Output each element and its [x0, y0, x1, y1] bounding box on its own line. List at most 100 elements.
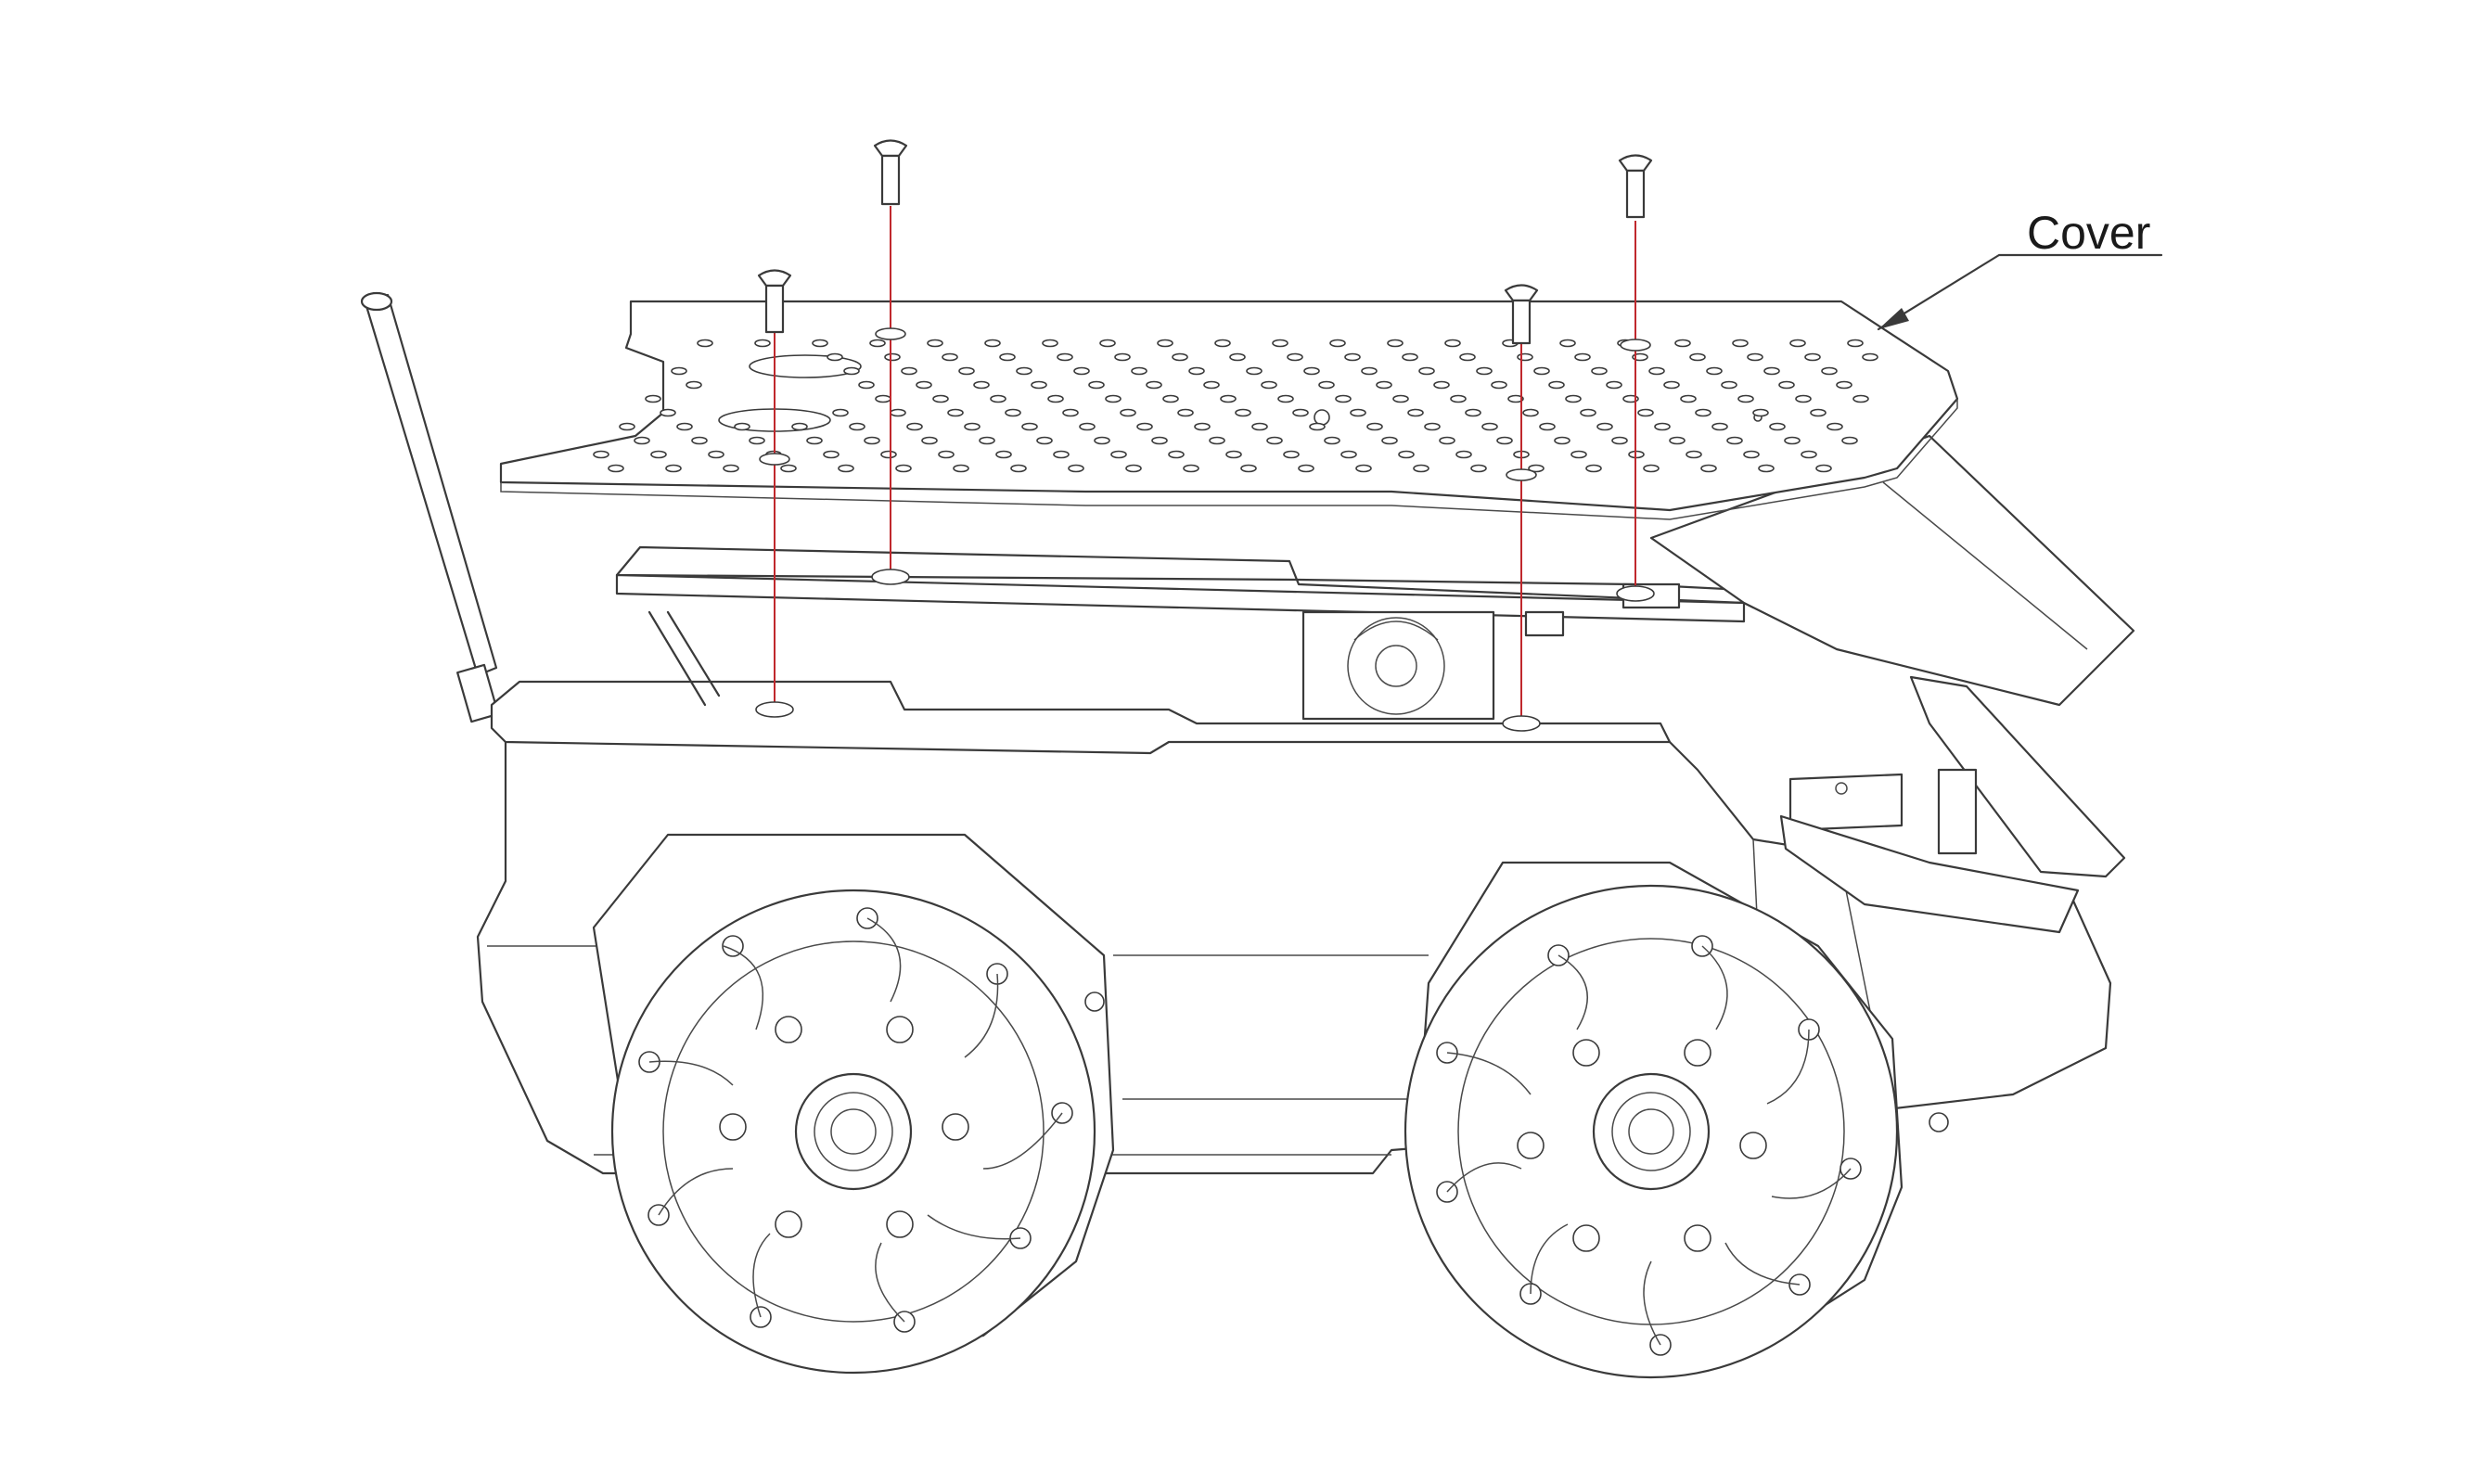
cover-hole [1136, 422, 1153, 431]
cover-hole [1088, 380, 1105, 390]
cover-hole [650, 450, 667, 459]
cover-hole [901, 366, 917, 376]
cover-hole [1335, 394, 1352, 403]
cover-hole [686, 380, 702, 390]
cover-hole [1031, 380, 1047, 390]
mount-points [755, 327, 1655, 732]
cover-hole [1637, 408, 1654, 417]
cover-hole [823, 450, 840, 459]
cover-hole [1110, 450, 1127, 459]
cover-hole [984, 339, 1001, 348]
cover-hole [1439, 436, 1455, 445]
cover-hole [1272, 339, 1288, 348]
cover-hole [1565, 394, 1582, 403]
cover-hole [979, 436, 995, 445]
antenna [360, 291, 500, 723]
cover-hole [1261, 380, 1277, 390]
cover-hole [1214, 339, 1231, 348]
cover-hole [1062, 408, 1079, 417]
cover-hole [1732, 339, 1749, 348]
cover-hole [1042, 339, 1058, 348]
cover-hole [1611, 436, 1628, 445]
cover-hole [1114, 352, 1131, 362]
cover-hole [838, 464, 854, 473]
cover-hole [1481, 422, 1498, 431]
cover-hole [1392, 394, 1409, 403]
cover-hole [1711, 422, 1728, 431]
cover-hole [1068, 464, 1084, 473]
cover-hole [1726, 436, 1743, 445]
screw-2 [873, 139, 908, 206]
cover-hole [1721, 380, 1737, 390]
cover-callout: Cover [1877, 207, 2163, 331]
cover-hole [1424, 422, 1441, 431]
cover-hole [1021, 422, 1038, 431]
cover-hole [660, 408, 676, 417]
cover-hole [1053, 450, 1070, 459]
cover-hole [1407, 408, 1424, 417]
cover-hole [1079, 422, 1096, 431]
cover-hole [1654, 422, 1671, 431]
cover-hole [1706, 366, 1723, 376]
cover-hole [1784, 436, 1801, 445]
cover-hole [906, 422, 923, 431]
cover-hole [1539, 422, 1556, 431]
cover-hole [1287, 352, 1303, 362]
cover-hole [1554, 436, 1570, 445]
cover-hole [1329, 339, 1346, 348]
cover-hole [869, 339, 886, 348]
cover-hole [947, 408, 964, 417]
cover-hole [849, 422, 865, 431]
cover-hole [1674, 339, 1691, 348]
cover-hole [884, 352, 901, 362]
wheel-rear [1404, 861, 1949, 1379]
cover-hole [1559, 339, 1576, 348]
cover-hole [1036, 436, 1053, 445]
cover-hole [1444, 339, 1461, 348]
cover-hole [1789, 339, 1806, 348]
cover-hole [1131, 366, 1147, 376]
cover-hole [634, 436, 650, 445]
cover-hole [1413, 464, 1429, 473]
cover-hole [723, 464, 739, 473]
cover-hole [1433, 380, 1450, 390]
cover-hole [734, 422, 750, 431]
cover-mounting-holes [593, 339, 1878, 473]
cover-hole [1804, 352, 1821, 362]
cover-hole [1183, 464, 1199, 473]
cover-hole [1747, 352, 1763, 362]
cover-hole [1689, 352, 1706, 362]
cover-hole [1172, 352, 1188, 362]
cover-hole [1398, 450, 1415, 459]
cover-hole [1548, 380, 1565, 390]
cover-hole [697, 339, 713, 348]
cover-hole [990, 394, 1006, 403]
cover-hole [858, 380, 875, 390]
cover-hole [1016, 366, 1032, 376]
cover-hole [1669, 436, 1686, 445]
cover-hole [1686, 450, 1702, 459]
cover-hole [1507, 394, 1524, 403]
cover-hole [964, 422, 981, 431]
cover-hole [1580, 408, 1596, 417]
cover-hole [832, 408, 849, 417]
cover-hole [1491, 380, 1507, 390]
cover-hole [1455, 450, 1472, 459]
cover-hole [1743, 450, 1760, 459]
cover-hole [1591, 366, 1608, 376]
cover-hole [1361, 366, 1378, 376]
cover-hole [1737, 394, 1754, 403]
cover-hole [1177, 408, 1194, 417]
cover-plate [499, 300, 1959, 520]
cover-hole [1240, 464, 1257, 473]
cover-hole [1251, 422, 1268, 431]
cover-hole [1246, 366, 1263, 376]
cover-hole [645, 394, 661, 403]
screw-alignment-guides [774, 206, 1636, 723]
rear-plate [1649, 434, 2135, 707]
cover-hole [665, 464, 682, 473]
cover-hole [1047, 394, 1064, 403]
cover-hole [890, 408, 906, 417]
cover-hole [1073, 366, 1090, 376]
cover-hole [1277, 394, 1294, 403]
